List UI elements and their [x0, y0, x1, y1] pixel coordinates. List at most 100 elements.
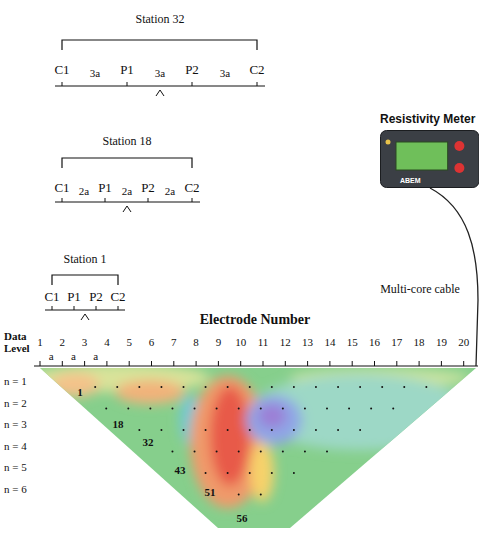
axis-title: Data Level — [4, 330, 40, 354]
level-label: n = 5 — [4, 461, 27, 473]
electrode-number: 10 — [235, 336, 246, 348]
cable-label: Multi-core cable — [380, 283, 460, 296]
electrode-number: 15 — [347, 336, 358, 348]
electrode-label: P1 — [98, 181, 112, 195]
level-label: n = 2 — [4, 396, 27, 408]
datum-dot — [105, 408, 107, 410]
electrode-number: 8 — [193, 336, 199, 348]
electrode-number: 12 — [280, 336, 291, 348]
electrode-tick — [240, 361, 241, 366]
datum-dot — [205, 472, 207, 474]
meter-socket — [386, 140, 391, 145]
electrode-number: 1 — [37, 336, 43, 348]
datum-dot — [326, 451, 328, 453]
level-label: n = 6 — [4, 482, 27, 494]
electrode-label: P2 — [141, 181, 155, 195]
datum-dot — [138, 386, 140, 388]
meter-case — [381, 131, 479, 188]
datum-dot — [271, 386, 273, 388]
contour — [210, 386, 250, 486]
datum-dot — [337, 386, 339, 388]
electrode-tick — [263, 361, 264, 366]
datum-dot — [116, 386, 118, 388]
spacing-label: 2a — [122, 185, 132, 197]
datum-dot — [326, 408, 328, 410]
ground-lines — [45, 82, 265, 310]
bracket — [62, 158, 192, 168]
datum-dot — [304, 408, 306, 410]
electrode-tick — [106, 361, 107, 366]
datum-dot — [160, 386, 162, 388]
meter-screen — [396, 142, 448, 170]
electrode-tick — [151, 361, 152, 366]
datum-dot — [249, 429, 251, 431]
electrode-label: C2 — [249, 63, 264, 77]
electrode-number: 3 — [82, 336, 88, 348]
electrode-label: C2 — [184, 181, 199, 195]
electrode-label: C1 — [44, 290, 59, 304]
datum-dot — [238, 494, 240, 496]
electrode-tick — [218, 361, 219, 366]
electrode-number: 20 — [458, 336, 469, 348]
contour — [250, 442, 274, 502]
datum-dot — [171, 408, 173, 410]
electrode-number: 5 — [126, 336, 132, 348]
datum-dot — [194, 408, 196, 410]
spacing-label: 2a — [165, 185, 175, 197]
datum-dot — [127, 408, 129, 410]
resistivity-contours — [30, 364, 470, 508]
datum-dot — [315, 429, 317, 431]
electrode-tick — [62, 361, 63, 366]
spacing-label: 3a — [90, 67, 100, 79]
datum-dot — [238, 408, 240, 410]
datum-number: 18 — [113, 418, 124, 430]
electrode-number: 19 — [436, 336, 447, 348]
electrode-line — [34, 365, 478, 366]
ground-line — [45, 306, 125, 310]
datum-dot — [293, 386, 295, 388]
datum-dot — [216, 451, 218, 453]
station-label: Station 18 — [102, 135, 151, 148]
datum-dot — [260, 408, 262, 410]
electrode-number: 17 — [391, 336, 402, 348]
spacing-label: a — [93, 350, 98, 362]
electrode-label: P1 — [120, 63, 134, 77]
electrode-label: P1 — [67, 290, 81, 304]
brand-label: ABEM — [400, 177, 421, 184]
caret — [81, 314, 89, 320]
electrode-number: 4 — [104, 336, 110, 348]
spacing-label: 3a — [155, 67, 165, 79]
electrode-tick — [285, 361, 286, 366]
electrode-number: 11 — [258, 336, 269, 348]
electrode-tick — [463, 361, 464, 366]
electrode-number: 18 — [414, 336, 425, 348]
datum-number: 1 — [77, 386, 83, 398]
electrode-number: 6 — [149, 336, 155, 348]
contour — [258, 404, 286, 428]
datum-number: 51 — [205, 486, 216, 498]
spacing-label: a — [71, 350, 76, 362]
spacing-label: a — [49, 350, 54, 362]
electrode-tick — [173, 361, 174, 366]
caret — [123, 206, 131, 212]
datum-number: 56 — [237, 512, 248, 524]
station-label: Station 32 — [135, 13, 184, 26]
ground-line — [55, 198, 200, 202]
electrode-tick — [40, 361, 41, 366]
meter-body — [380, 130, 479, 188]
datum-dot — [227, 429, 229, 431]
datum-dot — [171, 451, 173, 453]
electrode-number: 2 — [60, 336, 66, 348]
electrode-number: 13 — [302, 336, 313, 348]
station-brackets — [52, 40, 257, 285]
electrode-tick — [396, 361, 397, 366]
datum-dot — [271, 472, 273, 474]
station-label: Station 1 — [63, 253, 106, 266]
datum-dot — [227, 472, 229, 474]
datum-dot — [138, 429, 140, 431]
datum-dot — [359, 429, 361, 431]
electrode-tick — [196, 361, 197, 366]
datum-dot — [282, 408, 284, 410]
electrode-ticks — [40, 361, 464, 366]
